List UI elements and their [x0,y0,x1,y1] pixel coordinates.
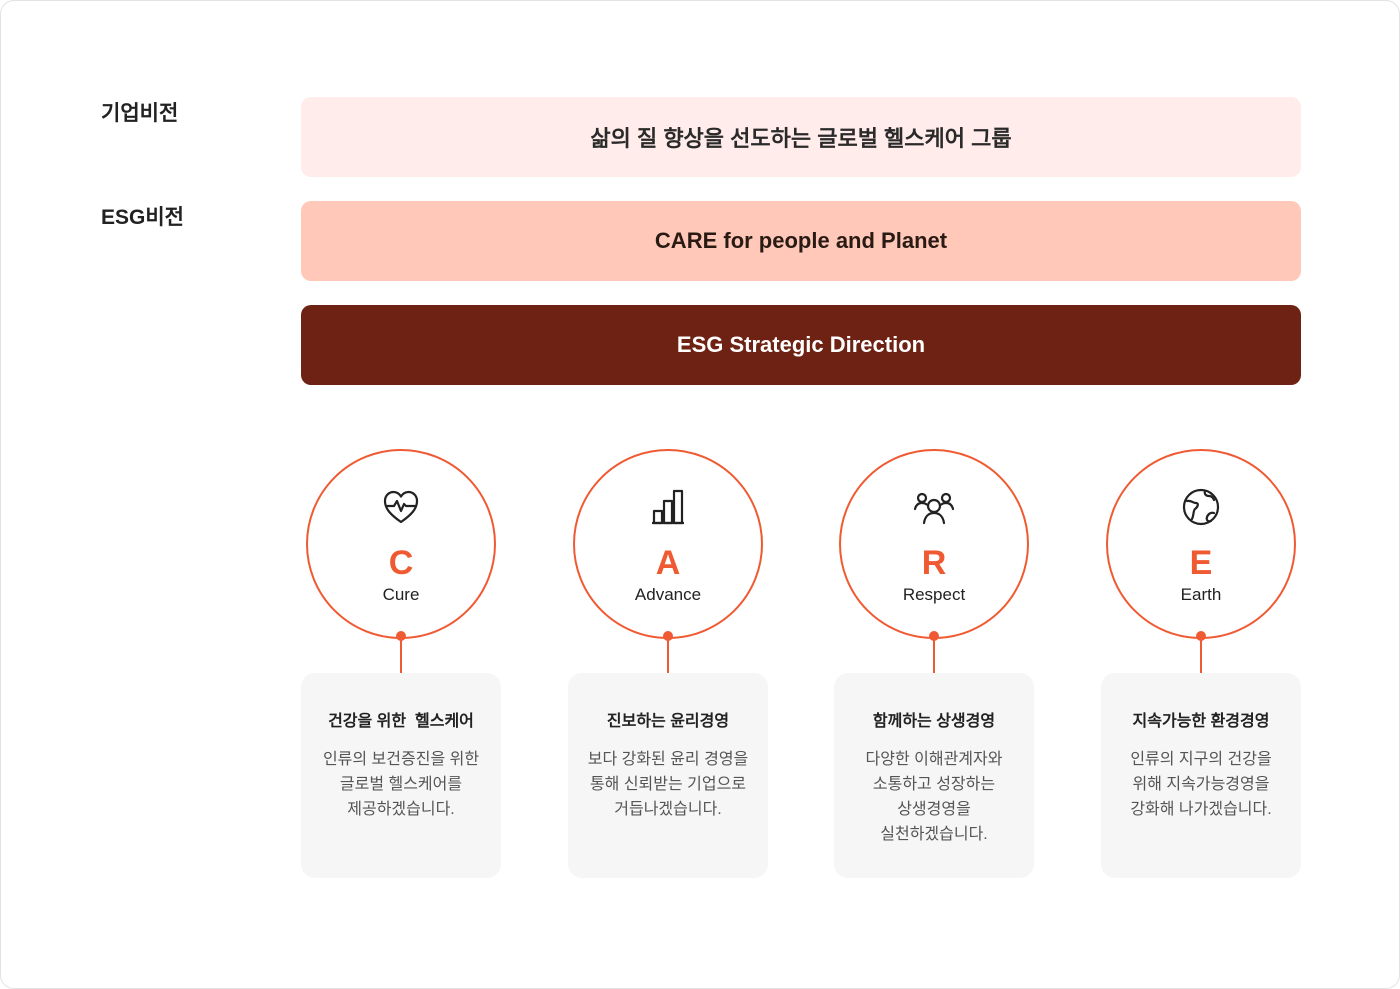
card-title: 함께하는 상생경영 [872,713,996,730]
pillar-earth: E Earth 지속가능한 환경경영 인류의 지구의 건강을 위해 지속가능경영… [1101,449,1301,879]
card-title: 지속가능한 환경경영 [1132,713,1270,730]
pillar-word: Earth [1180,585,1222,604]
connector-line [667,639,669,673]
connector-dot [663,631,673,641]
card-title: 진보하는 윤리경영 [606,713,730,730]
card-description: 인류의 지구의 건강을 위해 지속가능경영을 강화해 나가겠습니다. [1130,751,1272,818]
card-description: 인류의 보건증진을 위한 글로벌 헬스케어를 제공하겠습니다. [322,751,480,818]
card-description: 다양한 이해관계자와 소통하고 성장하는 상생경영을 실천하겠습니다. [865,751,1003,843]
esg-vision-bar: CARE for people and Planet [301,201,1301,281]
esg-vision-label: ESG비전 [101,206,184,229]
pillar-circle: A Advance [573,449,763,639]
pillar-word: Cure [382,585,420,604]
connector-dot [929,631,939,641]
pillar-circle: E Earth [1106,449,1296,639]
pillar-word: Respect [902,585,966,604]
connector-line [1200,639,1202,673]
connector-dot [1196,631,1206,641]
globe-icon [1182,488,1220,526]
corporate-vision-text: 삶의 질 향상을 선도하는 글로벌 헬스케어 그룹 [590,126,1012,151]
heart-pulse-icon [383,490,419,524]
pillar-card: 지속가능한 환경경영 인류의 지구의 건강을 위해 지속가능경영을 강화해 나가… [1101,673,1301,878]
strategic-direction-bar: ESG Strategic Direction [301,305,1301,385]
card-title: 건강을 위한 헬스케어 [328,713,474,730]
pillar-letter: R [921,544,947,582]
people-group-icon [914,492,954,525]
pillar-letter: E [1189,544,1213,582]
pillar-circle: C Cure [306,449,496,639]
connector-dot [396,631,406,641]
strategic-direction-text: ESG Strategic Direction [676,332,926,357]
pillar-card: 진보하는 윤리경영 보다 강화된 윤리 경영을 통해 신뢰받는 기업으로 거듭나… [568,673,768,878]
esg-vision-text: CARE for people and Planet [654,228,948,253]
connector-line [933,639,935,673]
pillar-card: 건강을 위한 헬스케어 인류의 보건증진을 위한 글로벌 헬스케어를 제공하겠습… [301,673,501,878]
connector-line [400,639,402,673]
pillar-word: Advance [634,585,702,604]
pillar-respect: R Respect 함께하는 상생경영 다양한 이해관계자와 소통하고 성장하는… [834,449,1034,879]
pillar-letter: A [655,544,681,582]
pillar-advance: A Advance 진보하는 윤리경영 보다 강화된 윤리 경영을 통해 신뢰받… [568,449,768,879]
bar-chart-icon [652,489,684,525]
pillar-circle: R Respect [839,449,1029,639]
card-description: 보다 강화된 윤리 경영을 통해 신뢰받는 기업으로 거듭나겠습니다. [587,751,749,818]
corporate-vision-label: 기업비전 [101,102,179,125]
corporate-vision-bar: 삶의 질 향상을 선도하는 글로벌 헬스케어 그룹 [301,97,1301,177]
pillar-card: 함께하는 상생경영 다양한 이해관계자와 소통하고 성장하는 상생경영을 실천하… [834,673,1034,878]
pillar-cure: C Cure 건강을 위한 헬스케어 인류의 보건증진을 위한 글로벌 헬스케어… [301,449,501,879]
pillar-letter: C [388,544,414,582]
